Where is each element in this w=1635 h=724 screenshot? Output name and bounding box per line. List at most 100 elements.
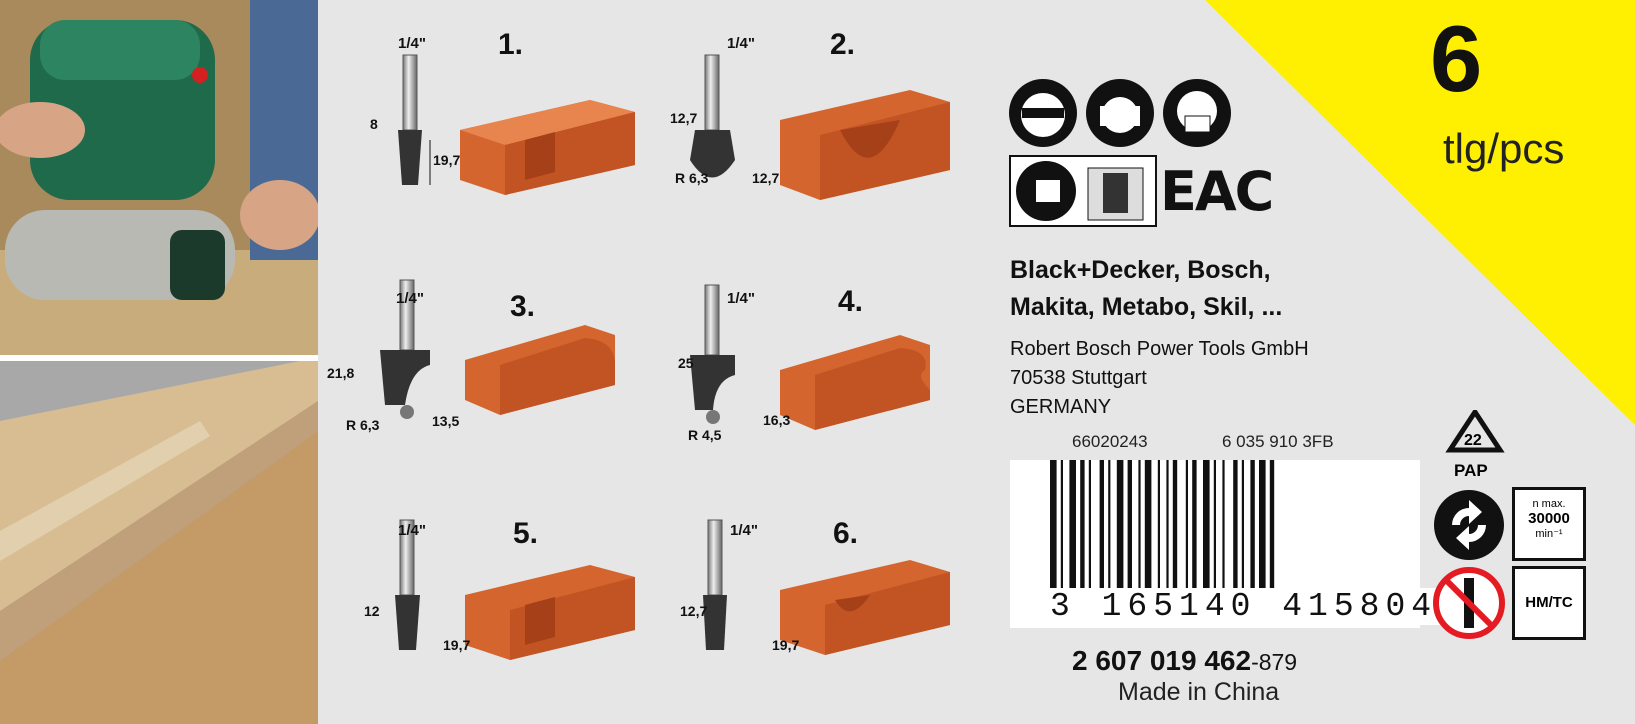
router-photo — [0, 0, 318, 355]
country-of-origin: Made in China — [1118, 678, 1280, 706]
barcode-bar — [1157, 460, 1160, 590]
bit-6-number: 6. — [833, 517, 859, 550]
barcode-bar — [1116, 460, 1124, 590]
bit-6-profile — [780, 560, 950, 655]
barcode-bar — [1127, 460, 1132, 590]
brands-line-2: Makita, Metabo, Skil, ... — [1010, 293, 1283, 321]
barcode-bar — [1241, 460, 1244, 590]
bit-4-length: 16,3 — [763, 412, 791, 428]
part-number: 2 607 019 462-879 — [1072, 645, 1297, 677]
router-bits-diagrams — [380, 54, 950, 660]
bit-2-radius: R 6,3 — [675, 170, 709, 186]
barcode-bar — [1050, 460, 1057, 590]
barcode-bar — [1138, 460, 1141, 590]
bit-3-diagram — [380, 279, 430, 419]
bit-6-length: 19,7 — [772, 637, 800, 653]
dust-mask-icon — [1163, 79, 1231, 147]
bit-6-diameter: 12,7 — [680, 603, 708, 619]
bit-5-length: 19,7 — [443, 637, 471, 653]
part-number-main: 2 607 019 462 — [1072, 645, 1252, 676]
pap-label: PAP — [1454, 461, 1488, 480]
bit-3-radius: R 6,3 — [346, 417, 380, 433]
bit-2-diameter: 12,7 — [670, 110, 698, 126]
article-code: 66020243 — [1072, 432, 1148, 451]
piece-unit: tlg/pcs — [1443, 125, 1565, 172]
pap-number: 22 — [1464, 432, 1482, 449]
green-dot-icon — [1434, 490, 1504, 560]
bit-3-number: 3. — [510, 290, 536, 323]
barcode-bar — [1069, 460, 1076, 590]
barcode-bar — [1166, 460, 1169, 590]
barcode-bar — [1203, 460, 1210, 590]
bit-4-diagram — [690, 284, 735, 424]
speed-label: n max. — [1532, 498, 1566, 510]
part-number-suffix: -879 — [1251, 649, 1298, 675]
barcode-bar — [1144, 460, 1152, 590]
bit-6-diagram — [703, 519, 727, 650]
bit-5-diameter: 12 — [364, 603, 380, 619]
barcode-bar — [1099, 460, 1104, 590]
manufacturer-address: Robert Bosch Power Tools GmbH 70538 Stut… — [1010, 335, 1309, 422]
company-country: GERMANY — [1010, 396, 1112, 418]
bit-3-profile — [465, 325, 615, 415]
bit-2-length: 12,7 — [752, 170, 780, 186]
speed-unit: min⁻¹ — [1535, 528, 1563, 540]
barcode-bar — [1108, 460, 1111, 590]
bit-3-diameter: 21,8 — [327, 365, 355, 381]
bit-1-number: 1. — [498, 28, 524, 61]
board-illustration — [0, 361, 318, 724]
barcode-bar — [1250, 460, 1255, 590]
barcode-bar — [1233, 460, 1238, 590]
bit-3-shank: 1/4" — [396, 290, 424, 307]
bit-4-profile — [780, 335, 930, 430]
speed-value: 30000 — [1528, 510, 1570, 527]
barcode-bar — [1269, 460, 1275, 590]
ear-protection-icon — [1086, 79, 1154, 147]
bit-5-profile — [465, 565, 635, 660]
material-badge: HM/TC — [1512, 566, 1586, 640]
barcode-bar — [1192, 460, 1197, 590]
barcode-bar — [1088, 460, 1091, 590]
company-city: 70538 Stuttgart — [1010, 367, 1147, 389]
eye-protection-icon — [1009, 79, 1077, 147]
bit-1-length: 19,7 — [433, 152, 461, 168]
bit-2-number: 2. — [830, 28, 856, 61]
bit-2-shank: 1/4" — [727, 35, 755, 52]
board-photo — [0, 361, 318, 724]
bit-2-diagram — [690, 54, 735, 178]
bit-1-shank: 1/4" — [398, 35, 426, 52]
bit-4-number: 4. — [838, 285, 864, 318]
bit-1-profile — [460, 100, 635, 195]
bit-5-shank: 1/4" — [398, 522, 426, 539]
pap-recycle-icon — [1445, 410, 1505, 453]
safety-icons — [1009, 79, 1231, 227]
max-speed-badge: n max. 30000 min⁻¹ — [1512, 487, 1586, 561]
barcode-bar — [1185, 460, 1188, 590]
eac-mark: EAC — [1160, 160, 1274, 223]
bit-4-shank: 1/4" — [727, 290, 755, 307]
bit-3-length: 13,5 — [432, 413, 460, 429]
barcode-bar — [1172, 460, 1178, 590]
barcode-bars — [1050, 460, 1275, 590]
barcode-bar — [1222, 460, 1225, 590]
company-name: Robert Bosch Power Tools GmbH — [1010, 338, 1309, 360]
piece-count: 6 — [1430, 6, 1483, 111]
router-illustration — [0, 0, 318, 355]
bit-4-diameter: 25 — [678, 355, 694, 371]
tool-code: 6 035 910 3FB — [1222, 432, 1334, 451]
barcode-bar — [1060, 460, 1063, 590]
photo-divider — [0, 355, 318, 361]
bit-4-radius: R 4,5 — [688, 427, 722, 443]
no-drill-press-icon — [1433, 567, 1505, 639]
compatible-brands: Black+Decker, Bosch, Makita, Metabo, Ski… — [1010, 252, 1282, 326]
barcode-digits: 3 165140 415804 > — [1050, 588, 1489, 625]
brands-line-1: Black+Decker, Bosch, — [1010, 256, 1271, 284]
barcode-bar — [1259, 460, 1266, 590]
bit-1-diameter: 8 — [370, 116, 378, 132]
bit-5-number: 5. — [513, 517, 539, 550]
bit-5-diagram — [395, 519, 420, 650]
barcode-bar — [1213, 460, 1216, 590]
bit-2-profile — [780, 90, 950, 200]
barcode-bar — [1080, 460, 1085, 590]
